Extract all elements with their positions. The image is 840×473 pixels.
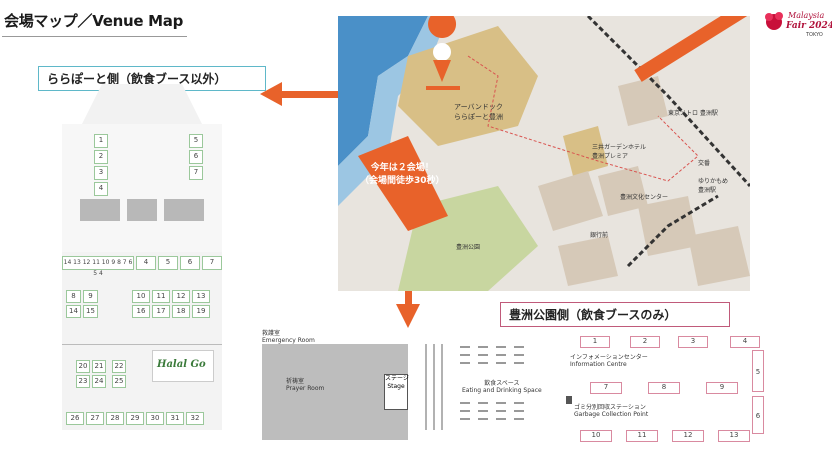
booth-8: 8 [66,290,81,303]
booth-20: 20 [76,360,90,373]
food-booth-11: 11 [626,430,658,442]
booth-16: 16 [132,305,150,318]
food-booth-1: 1 [580,336,610,348]
booth-18: 18 [172,305,190,318]
booth-12: 12 [172,290,190,303]
metro-station-label: 東京メトロ 豊洲駅 [668,110,718,117]
booth-9: 9 [83,290,98,303]
booth-17: 17 [152,305,170,318]
booth-row-1: 14 13 12 11 10 9 8 7 6 5 4 4 5 6 7 [62,256,222,277]
lalaport-floor-plan: 1 2 3 4 5 6 7 [62,84,222,259]
booth-14: 14 [66,305,81,318]
booth-4: 4 [94,182,108,196]
food-booth-13: 13 [718,430,750,442]
booth-11: 11 [152,290,170,303]
food-booth-6: 6 [752,396,764,434]
booth-28: 28 [106,412,124,425]
booth-24: 24 [92,375,106,388]
food-booth-7: 7 [590,382,622,394]
booth-26: 26 [66,412,84,425]
culture-center-label: 豊洲文化センター [620,194,669,201]
food-booth-5: 5 [752,350,764,392]
booth-6: 6 [189,150,203,164]
booth-10: 10 [132,290,150,303]
booth-2: 2 [94,150,108,164]
stage-area: 救護室 Emergency Room 祈祷室 Prayer Room ステージ … [262,330,412,445]
park-label: 豊洲公園 [456,244,481,251]
booth-30: 30 [146,412,164,425]
booth-23: 23 [76,375,90,388]
police-box-label: 交番 [698,160,711,167]
emergency-room-label: 救護室 Emergency Room [262,330,315,344]
page-title: 会場マップ／Venue Map [4,12,184,30]
food-booth-4: 4 [730,336,760,348]
booth-6b: 6 [180,256,200,270]
eating-space-label: 飲食スペース Eating and Drinking Space [462,380,542,394]
hotel-label: 三井ガーデンホテル 豊洲プレミア [592,144,647,160]
brand-line1: Malaysia [787,11,824,20]
food-booth-10: 10 [580,430,612,442]
booth-29: 29 [126,412,144,425]
booth-13: 13 [192,290,210,303]
area-map: アーバンドック ららぽーと豊洲 今年は２会場！ （会場間徒歩30秒） 豊洲公園 … [338,16,750,291]
booth-19: 19 [192,305,210,318]
title-underline [2,36,187,37]
prayer-room-label: 祈祷室 Prayer Room [286,378,325,392]
food-booth-12: 12 [672,430,704,442]
booth-15: 15 [83,305,98,318]
urban-dock-label: アーバンドック ららぽーと豊洲 [454,103,503,121]
booth-5b: 5 [158,256,178,270]
booth-32: 32 [186,412,204,425]
booth-4b: 4 [136,256,156,270]
booth-7b: 7 [202,256,222,270]
stage: ステージ Stage [384,374,409,410]
booth-1: 1 [94,134,108,148]
booth-7: 7 [189,166,203,180]
halal-go-sign: Halal Go [152,350,214,382]
eating-space: 飲食スペース Eating and Drinking Space [422,340,552,440]
malaysia-fair-logo: Malaysia Fair 2024 TOKYO [762,6,834,40]
bank-label: 銀行前 [590,232,609,239]
food-booth-3: 3 [678,336,708,348]
booth-27: 27 [86,412,104,425]
divider [62,344,222,345]
booth-3: 3 [94,166,108,180]
booth-row-1-small: 14 13 12 11 10 9 8 7 6 5 4 [62,256,134,277]
food-booth-8: 8 [648,382,680,394]
booth-5: 5 [189,134,203,148]
lalaport-lower-area: 14 13 12 11 10 9 8 7 6 5 4 4 5 6 7 8 9 1… [62,252,222,430]
booth-25: 25 [112,375,126,388]
halal-go-text: Halal Go [157,359,206,370]
brand-line2: Fair 2024 [785,21,832,31]
stage-building [262,344,408,440]
food-booth-9: 9 [706,382,738,394]
info-centre-label: インフォメーションセンター Information Centre [570,354,648,368]
yurikamome-label: ゆりかもめ 豊洲駅 [698,178,729,194]
booth-31: 31 [166,412,184,425]
toyosu-booth-area: 1 2 3 4 インフォメーションセンター Information Centre… [560,334,770,446]
booth-21: 21 [92,360,106,373]
garbage-icon [566,396,572,404]
food-booth-2: 2 [630,336,660,348]
garbage-point-label: ゴミ分別回収ステーション Garbage Collection Point [574,404,649,418]
toyosu-park-side-label: 豊洲公園側（飲食ブースのみ） [500,302,730,327]
booth-22: 22 [112,360,126,373]
two-venues-notice: 今年は２会場！ （会場間徒歩30秒） [360,163,445,186]
brand-line3: TOKYO [805,32,823,38]
